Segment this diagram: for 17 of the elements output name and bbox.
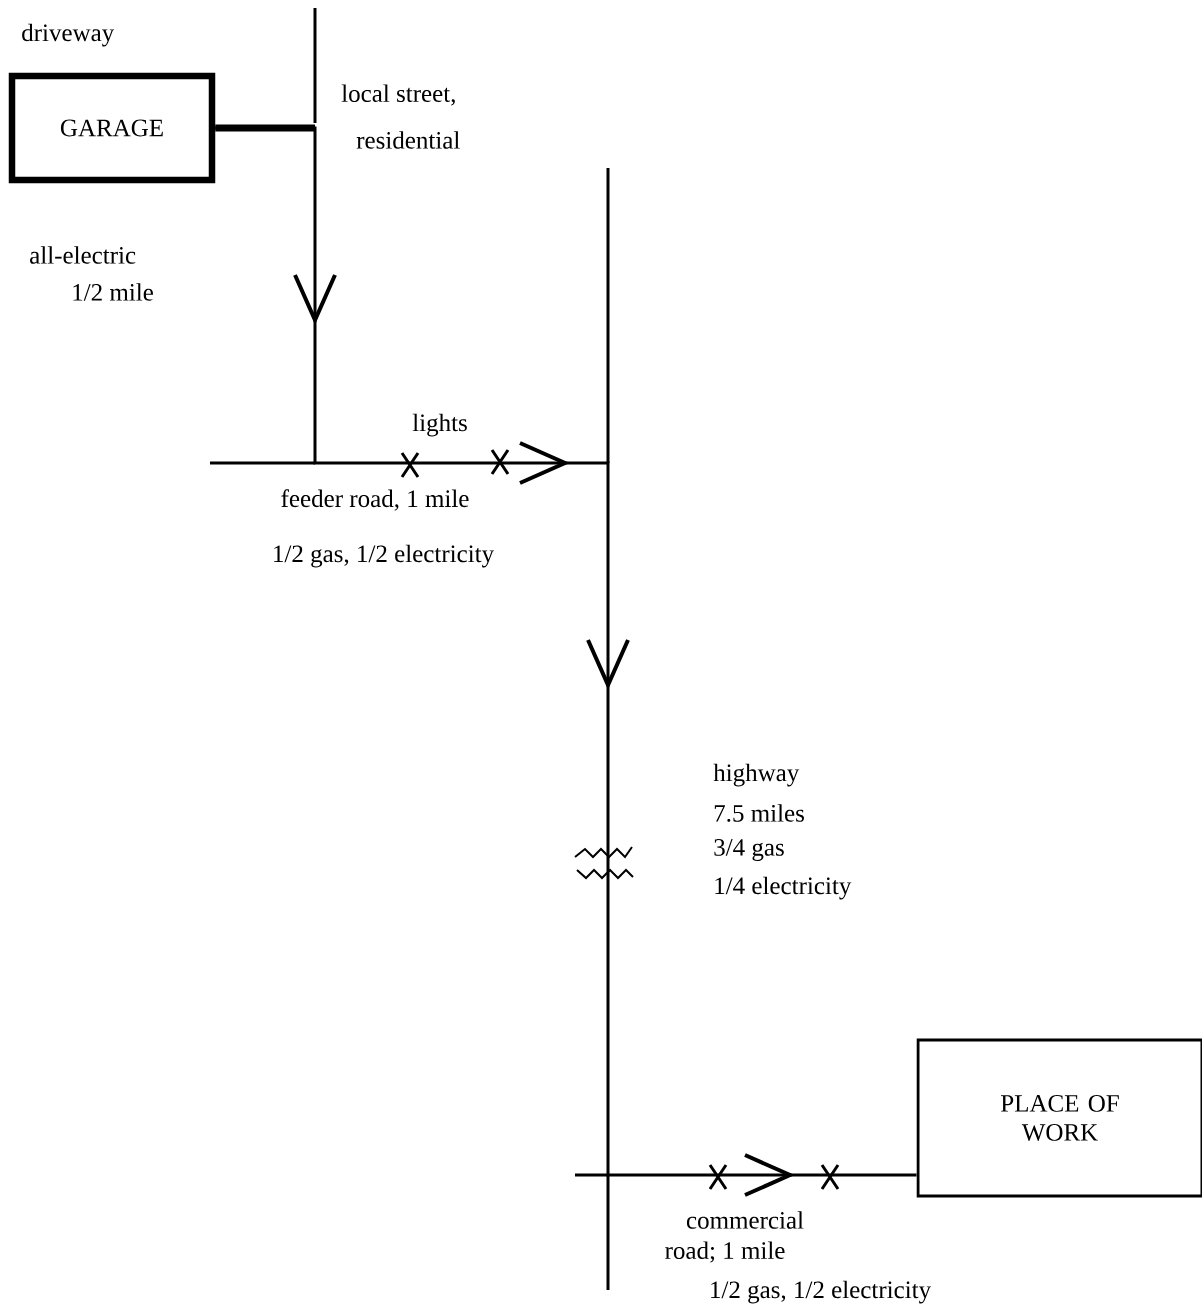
place-box: PLACE OF WORK bbox=[916, 1038, 1202, 1198]
road-label: driveway bbox=[22, 23, 115, 47]
road-label: feeder road, 1 mile bbox=[281, 489, 469, 511]
road-label: 1/2 gas, 1/2 electricity bbox=[274, 544, 494, 568]
road-label: all-electric bbox=[30, 246, 136, 264]
road-label: 1/2 mile bbox=[73, 283, 153, 301]
road-label: 1/4 electricity bbox=[715, 876, 852, 900]
place-box: GARAGE bbox=[8, 72, 216, 184]
road-label: local street, bbox=[341, 84, 455, 106]
road-label: 1/2 gas, 1/2 electricity bbox=[711, 1280, 931, 1304]
road-label: residential bbox=[356, 131, 460, 149]
road-label: 3/4 gas bbox=[714, 839, 784, 861]
road-label: road; 1 mile bbox=[665, 1241, 785, 1263]
road-label: highway bbox=[713, 763, 800, 787]
road-label: 7.5 miles bbox=[714, 804, 804, 822]
road-label: commercial bbox=[686, 1211, 804, 1229]
road-label: lights bbox=[412, 413, 467, 437]
